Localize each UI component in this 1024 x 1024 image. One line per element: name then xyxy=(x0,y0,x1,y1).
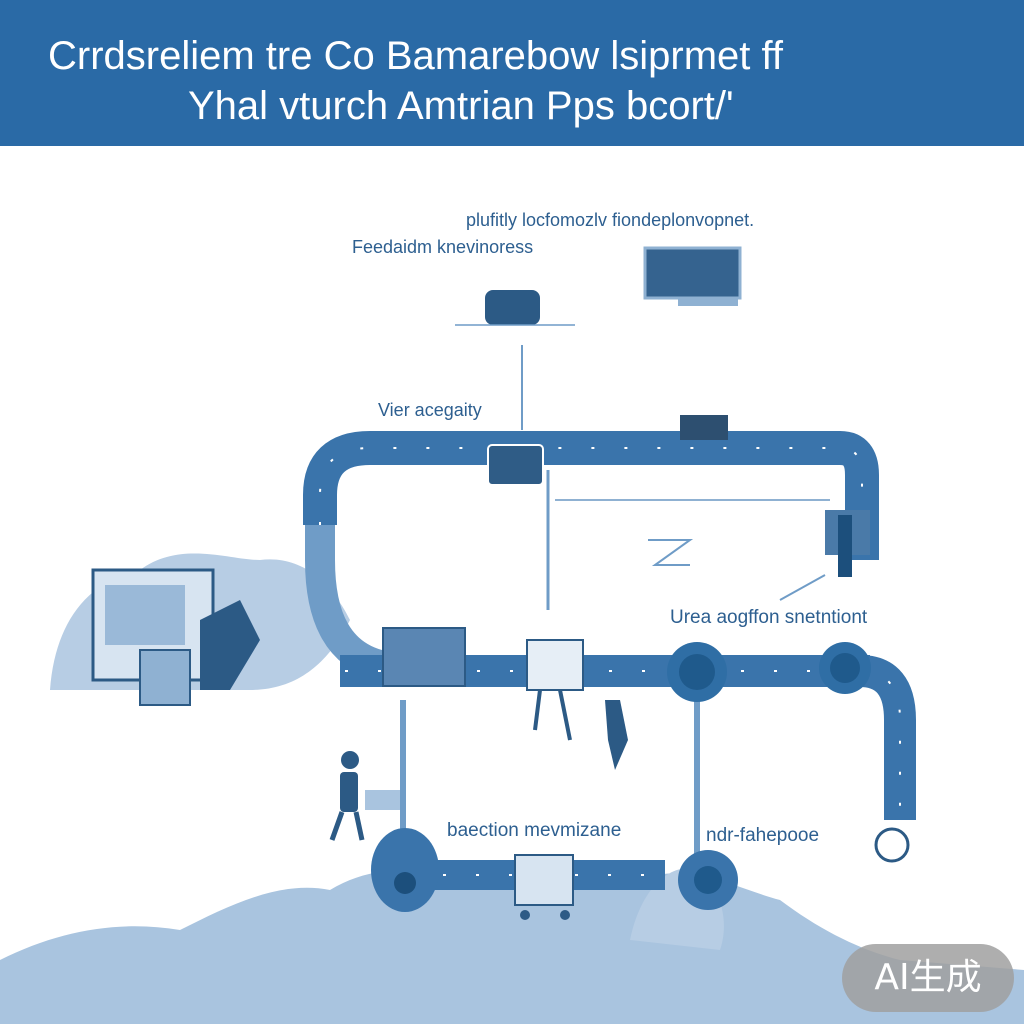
top-device-left xyxy=(485,290,540,325)
left-curve-pipe xyxy=(305,525,385,680)
annotation-arrow-z xyxy=(648,539,694,566)
ai-generated-badge: AI生成 xyxy=(842,944,1014,1012)
upper-pipe xyxy=(303,431,879,560)
bottom-terrain xyxy=(0,868,1024,1024)
right-end-device xyxy=(874,827,910,863)
main-pipe-box-center xyxy=(526,639,584,691)
lower-equipment-cart xyxy=(514,854,574,906)
worker-figure-head xyxy=(341,751,359,769)
label-mid-right: Urea aogffon snetntiont xyxy=(670,607,868,628)
right-descending-pipe xyxy=(858,655,916,820)
hanging-tag xyxy=(605,700,628,770)
worker-figure-body xyxy=(340,772,358,812)
valve-lower-left xyxy=(371,828,439,912)
title-banner: Crrdsreliem tre Co Bamarebow lsiprmet ff… xyxy=(0,0,1024,146)
title-line-2: Yhal vturch Amtrian Pps bcort/' xyxy=(188,84,734,128)
label-bottom-right: ndr-fahepooe xyxy=(706,825,820,846)
label-top-right: plufitly locfomozlv fiondeplonvopnet. xyxy=(466,210,755,230)
pipe-device-top xyxy=(680,415,728,440)
label-mid-left: Vier acegaity xyxy=(378,400,482,420)
pipe-device-mid xyxy=(487,444,544,486)
title-line-1: Crrdsreliem tre Co Bamarebow lsiprmet ff xyxy=(48,34,784,78)
main-pipe-box-left xyxy=(382,627,466,687)
label-bottom-left: baection mevmizane xyxy=(447,820,622,841)
label-top-left: Feedaidm knevinoress xyxy=(352,237,534,257)
top-monitor-right xyxy=(643,246,742,300)
